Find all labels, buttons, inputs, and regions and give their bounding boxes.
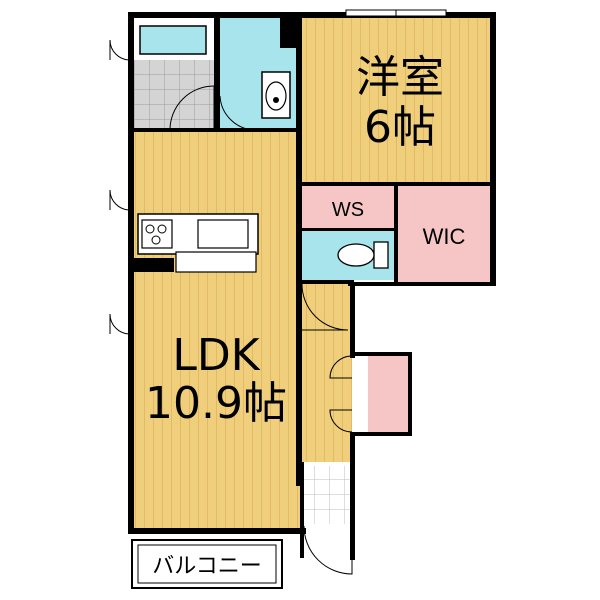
western-room-floor <box>300 18 490 184</box>
stove-icon <box>141 219 173 249</box>
toilet-bowl-icon <box>337 243 375 267</box>
sink-bowl-icon <box>265 81 287 111</box>
toilet-tank-icon <box>373 241 389 269</box>
ws-floor <box>300 186 396 228</box>
hallway-floor <box>300 282 352 462</box>
entrance-floor <box>304 466 352 524</box>
ws-label: WS <box>332 199 364 221</box>
ldk-floor <box>134 132 300 530</box>
door-swings <box>109 39 353 575</box>
kitchen-sink-icon <box>197 219 249 249</box>
western-room-size: 6帖 <box>364 102 436 153</box>
wic-label: WIC <box>423 224 466 249</box>
windows <box>345 9 447 17</box>
western-room-name: 洋室 <box>356 52 444 103</box>
wic-floor <box>398 186 490 282</box>
hall-closet-floor <box>368 356 410 432</box>
ldk-room-size: 10.9帖 <box>145 378 287 429</box>
walls <box>128 12 496 560</box>
ldk-room-name: LDK <box>172 330 260 381</box>
bathtub <box>139 25 207 55</box>
balcony-label: バルコニー <box>152 554 262 579</box>
balcony-area <box>131 539 283 589</box>
laundry-floor <box>134 60 218 130</box>
